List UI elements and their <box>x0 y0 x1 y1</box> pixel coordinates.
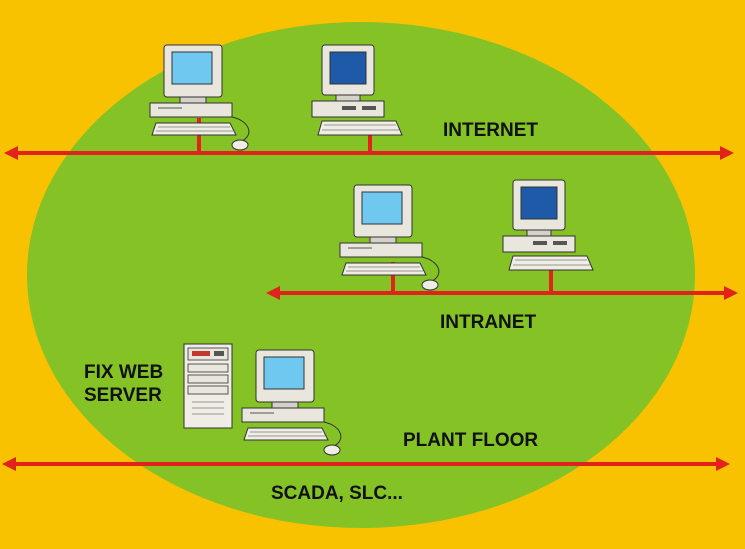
fix-web-server-label-line2: SERVER <box>84 385 162 406</box>
server-tower-icon <box>183 343 233 429</box>
scada-label: SCADA, SLC... <box>271 483 403 504</box>
plant-floor-network-line <box>2 457 730 471</box>
intranet-label: INTRANET <box>440 312 536 333</box>
plant-floor-label: PLANT FLOOR <box>403 430 538 451</box>
internet-label: INTERNET <box>443 120 538 141</box>
fix-web-server-label-line1: FIX WEB <box>84 362 163 383</box>
